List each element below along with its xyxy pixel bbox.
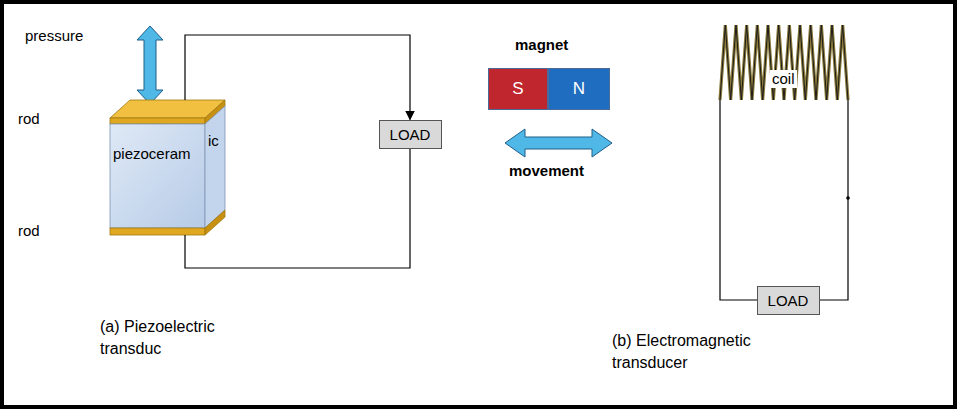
movement-arrow: [505, 129, 612, 157]
bottom-rod: [110, 210, 225, 235]
wire-dot: [846, 196, 850, 200]
node-text: S: [512, 79, 523, 99]
wire: [185, 35, 410, 120]
load-box: LOAD: [757, 286, 820, 315]
caption: (b) Electromagnetic transducer: [612, 330, 787, 373]
wire: [185, 149, 410, 269]
pressure-label: pressure: [25, 27, 83, 45]
piezo-block: [110, 106, 225, 228]
part-name: rod: [18, 110, 40, 128]
node-text: piezoceram: [113, 145, 191, 162]
magnet-north: N: [548, 68, 610, 110]
node-text: LOAD: [768, 292, 809, 309]
coil-winding: [720, 25, 848, 100]
magnet-south: S: [488, 68, 548, 110]
part-name: rod: [18, 222, 40, 240]
pressure-arrow: [137, 26, 163, 104]
coil-wire: [820, 100, 848, 300]
top-rod: [110, 100, 225, 124]
part-name: coil: [770, 70, 797, 88]
part-name: magnet: [515, 36, 568, 54]
load-box: LOAD: [379, 120, 442, 149]
piezo-element: piezoceram ic: [110, 100, 225, 235]
coil-winding: [720, 25, 848, 100]
coil-winding: [720, 25, 848, 100]
node-text: LOAD: [390, 126, 431, 143]
caption: (a) Piezoelectric transduc: [100, 316, 275, 359]
motion-label: movement: [509, 162, 584, 180]
coil-wire: [720, 100, 757, 300]
node-text: N: [573, 79, 585, 99]
node-text: ic: [208, 132, 219, 149]
